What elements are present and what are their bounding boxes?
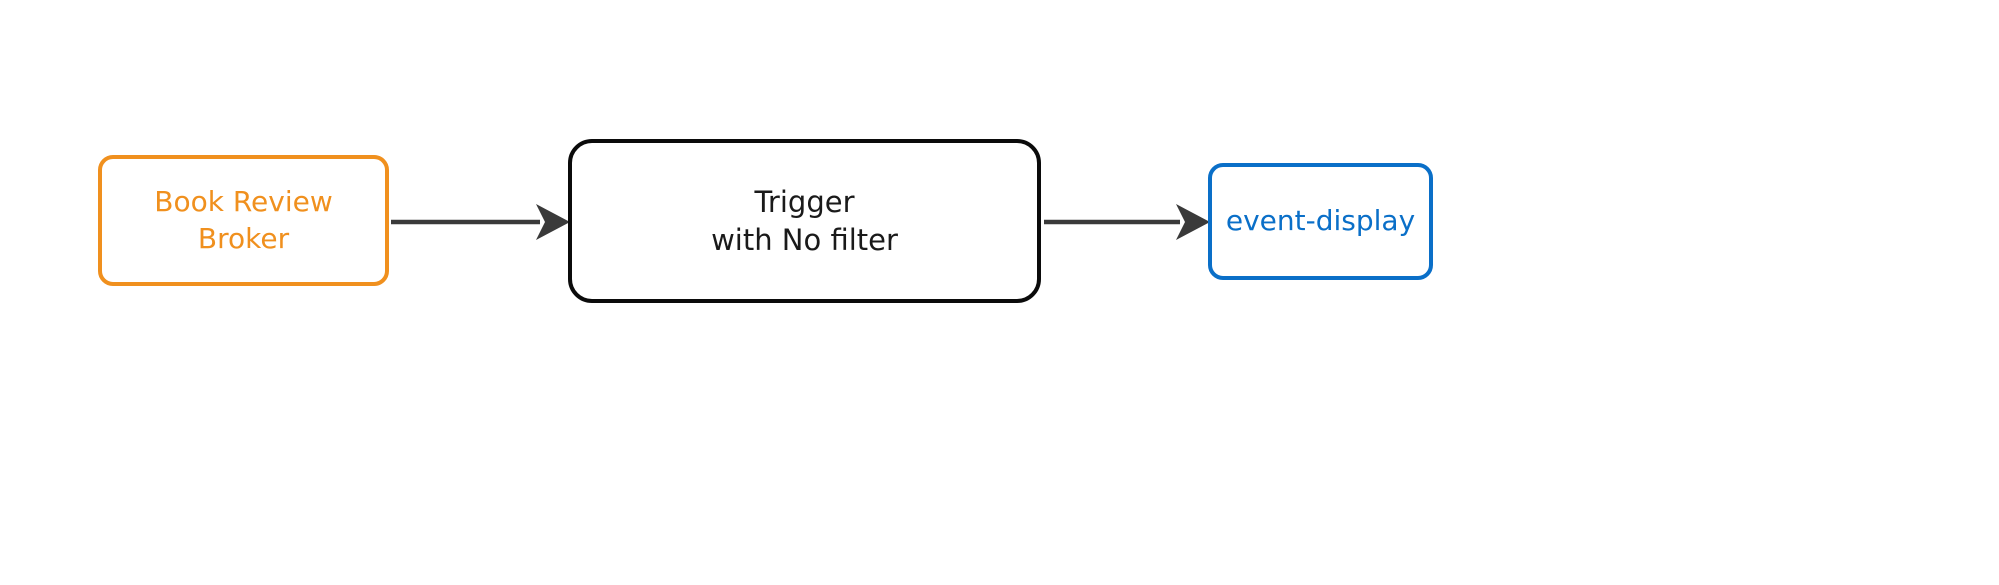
edge-trigger-to-sink	[1044, 204, 1210, 240]
node-event-display[interactable]: event-display	[1208, 163, 1433, 280]
edge-broker-to-trigger	[391, 204, 570, 240]
node-broker-label-line-2: Broker	[197, 221, 290, 255]
node-trigger-label-line-2: with No filter	[711, 223, 898, 257]
node-trigger-label-line-1: Trigger	[754, 184, 855, 219]
node-sink-label: event-display	[1225, 204, 1416, 238]
node-trigger[interactable]: Trigger with No filter	[568, 139, 1041, 303]
node-book-review-broker[interactable]: Book Review Broker	[98, 155, 389, 286]
node-broker-label-line-1: Book Review	[154, 184, 333, 218]
